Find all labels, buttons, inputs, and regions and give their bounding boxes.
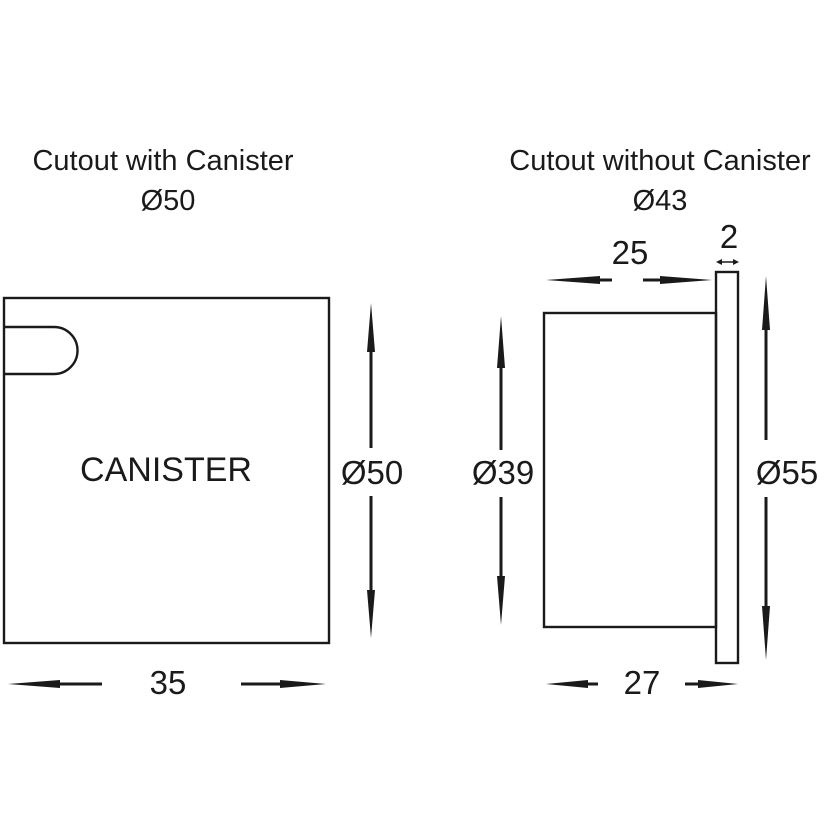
canister-body bbox=[2, 296, 331, 645]
right-view: Cutout without Canister Ø43 25 2 Ø39 Ø55… bbox=[472, 145, 818, 701]
left-cutout-diameter: Ø50 bbox=[141, 185, 196, 217]
body-height-arrow-top bbox=[497, 316, 505, 368]
fitting-body bbox=[542, 311, 718, 629]
total-length-arrow-left bbox=[546, 680, 588, 688]
depth-dimension-label: 25 bbox=[612, 234, 649, 271]
total-length-arrow-right bbox=[698, 680, 738, 688]
length-arrow-right bbox=[280, 680, 326, 688]
depth-arrow-left bbox=[546, 276, 600, 284]
depth-arrow-right bbox=[660, 276, 712, 284]
height-dimension-label: Ø50 bbox=[341, 454, 403, 491]
height-arrow-bottom bbox=[367, 590, 375, 638]
canister-label: CANISTER bbox=[80, 451, 252, 489]
canister-slot bbox=[4, 325, 79, 376]
body-height-arrow-bottom bbox=[497, 576, 505, 625]
length-arrow-left bbox=[8, 680, 60, 688]
flange-height-arrow-top bbox=[762, 276, 770, 330]
flange-height-arrow-bottom bbox=[762, 606, 770, 660]
total-length-label: 27 bbox=[624, 664, 661, 701]
right-cutout-diameter: Ø43 bbox=[633, 185, 688, 217]
left-title: Cutout with Canister bbox=[32, 145, 293, 177]
flange-thickness-label: 2 bbox=[720, 218, 738, 255]
fitting-flange bbox=[714, 270, 740, 665]
flange-arrow-right bbox=[733, 259, 739, 265]
left-view: Cutout with Canister Ø50 CANISTER Ø50 35 bbox=[2, 145, 403, 701]
height-arrow-top bbox=[367, 303, 375, 352]
length-dimension-label: 35 bbox=[150, 664, 187, 701]
body-height-label: Ø39 bbox=[472, 454, 534, 491]
flange-height-label: Ø55 bbox=[756, 454, 818, 491]
flange-arrow-left bbox=[716, 259, 722, 265]
right-title: Cutout without Canister bbox=[509, 145, 811, 177]
